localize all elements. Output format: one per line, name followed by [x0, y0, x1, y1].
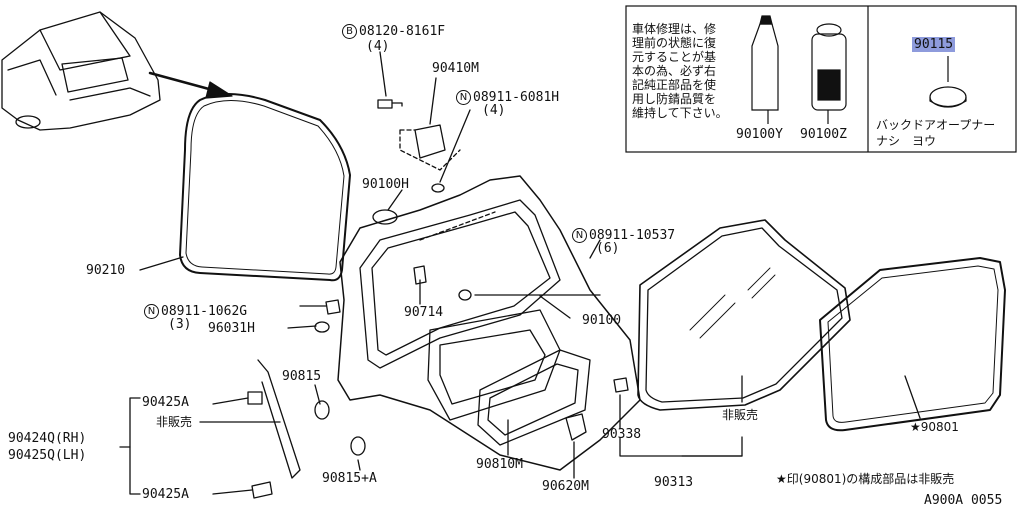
spray-can-icon	[811, 33, 847, 111]
part-label-90338[interactable]: 90338	[602, 427, 642, 442]
sealant-tube-icon	[751, 23, 779, 111]
note-line: 維持して下さい。	[632, 106, 728, 120]
b-mark-icon: B	[342, 24, 357, 39]
footnote: ★印(90801)の構成部品は非販売	[776, 472, 955, 486]
n-mark-icon: N	[144, 304, 159, 319]
highlighted-part-number: 90115	[912, 37, 956, 52]
hinge-90410M	[414, 124, 446, 159]
repair-note: 車体修理は、修 理前の状態に復 元することが基 本の為、必ず右 記純正部品を使 …	[632, 22, 728, 120]
part-label-90425A-top[interactable]: 90425A	[142, 395, 189, 410]
finisher-90810M	[477, 349, 591, 446]
part-label-90100H[interactable]: 90100H	[362, 177, 409, 192]
car-thumbnail	[1, 11, 161, 131]
part-90714	[413, 265, 427, 285]
not-sold-label: 非販売	[156, 415, 193, 429]
part-90620M	[565, 413, 587, 441]
part-label-90115[interactable]: 90115	[912, 37, 956, 52]
qty-label: (6)	[596, 241, 620, 256]
part-label-90425Q[interactable]: 90425Q(LH)	[8, 448, 87, 463]
part-label-90100[interactable]: 90100	[582, 313, 622, 328]
part-label-90801[interactable]: ★90801	[910, 420, 959, 434]
back-door-90100	[337, 175, 641, 471]
part-label-90810M[interactable]: 90810M	[476, 457, 523, 472]
not-sold-label: 非販売	[722, 408, 759, 422]
part-label-90313[interactable]: 90313	[654, 475, 694, 490]
qty-label: (3)	[168, 317, 192, 332]
weatherstrip-90210	[179, 93, 351, 282]
part-90115-description: ナシ ヨウ	[876, 134, 937, 148]
part-label-96031H[interactable]: 96031H	[208, 321, 255, 336]
qty-label: (4)	[366, 39, 390, 54]
part-label-90100Y[interactable]: 90100Y	[736, 127, 783, 142]
note-line: 記純正部品を使	[632, 78, 717, 92]
part-label-90410M[interactable]: 90410M	[432, 61, 479, 76]
part-label-90210[interactable]: 90210	[86, 263, 126, 278]
note-line: 用し防錆品質を	[632, 92, 717, 106]
part-label-90815+A[interactable]: 90815+A	[322, 471, 377, 486]
gas-strut	[257, 359, 301, 479]
part-label-90815[interactable]: 90815	[282, 369, 322, 384]
part-label-90100Z[interactable]: 90100Z	[800, 127, 847, 142]
part-label-90714[interactable]: 90714	[404, 305, 444, 320]
glass-90313	[637, 219, 851, 411]
note-box	[625, 5, 1017, 153]
part-label-90424Q[interactable]: 90424Q(RH)	[8, 431, 87, 446]
molding-90801	[819, 257, 1006, 432]
part-90115-description: バックドアオープナー	[876, 118, 996, 132]
n-mark-icon: N	[572, 228, 587, 243]
note-line: 元することが基	[632, 50, 717, 64]
qty-label: (4)	[482, 103, 506, 118]
note-line: 本の為、必ず右	[632, 64, 717, 78]
part-label-90620M[interactable]: 90620M	[542, 479, 589, 494]
note-line: 理前の状態に復	[632, 36, 717, 50]
n-mark-icon: N	[456, 90, 471, 105]
diagram-id: A900A 0055	[924, 493, 1003, 508]
note-line: 車体修理は、修	[632, 22, 717, 36]
part-label-90425A-bottom[interactable]: 90425A	[142, 487, 189, 502]
plug-90100H	[372, 209, 398, 225]
